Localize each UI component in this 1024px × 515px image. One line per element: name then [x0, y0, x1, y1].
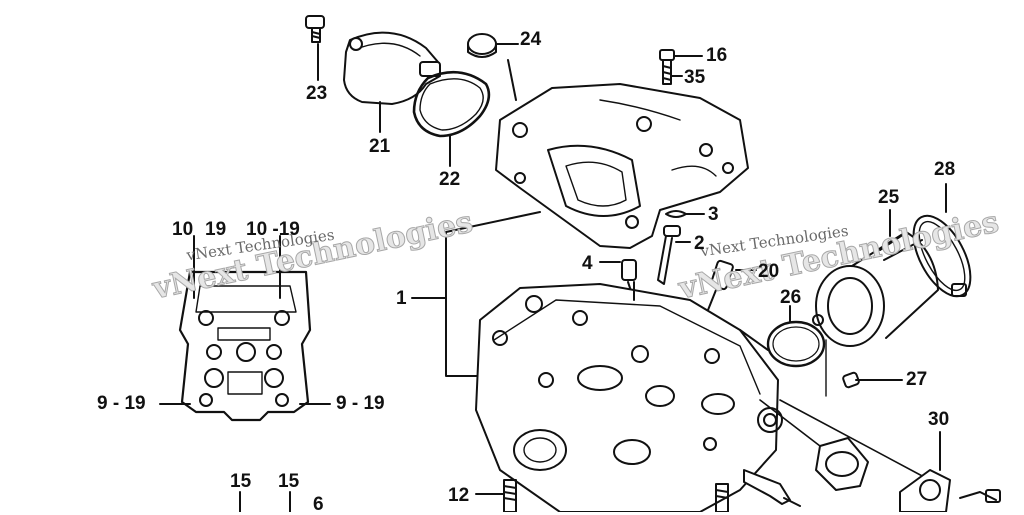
stud-right-part: [715, 483, 729, 512]
callout-28: 28: [934, 159, 956, 180]
bolt-6-part: [743, 469, 801, 507]
callout-12: 12: [448, 485, 470, 506]
clip-3-part: [665, 210, 687, 218]
thermo-switch-part: [815, 437, 869, 491]
callout-30: 30: [928, 409, 950, 430]
bolt-23-part: [305, 15, 325, 43]
clamp-28-part: [912, 214, 972, 298]
callout-22: 22: [439, 169, 461, 190]
callout-35: 35: [684, 67, 706, 88]
callout-26: 26: [780, 287, 802, 308]
callout-6: 6: [313, 494, 324, 515]
bracket-1: [445, 211, 541, 377]
callout-20: 20: [758, 261, 780, 282]
callout-15-b: 15: [278, 471, 300, 492]
callout-23: 23: [306, 83, 328, 104]
stud-12-part: [503, 479, 517, 512]
spark-plug-20-part: [707, 259, 734, 311]
callout-1: 1: [396, 288, 407, 309]
callout-25: 25: [878, 187, 900, 208]
cap-24-part: [467, 33, 497, 55]
callout-15-a: 15: [230, 471, 252, 492]
callout-9-19-right: 9 - 19: [336, 393, 385, 414]
callout-3: 3: [708, 204, 719, 225]
fitting-30-part: [899, 469, 1001, 512]
callout-9-19-left: 9 - 19: [97, 393, 146, 414]
callout-24: 24: [520, 29, 542, 50]
callout-10-19: 10 -19: [246, 219, 300, 240]
head-gasket-part: [178, 270, 312, 422]
callout-10: 10: [172, 219, 194, 240]
intake-pipe-25-part: [812, 231, 939, 347]
sleeve-4-part: [621, 259, 637, 281]
callout-21: 21: [369, 136, 391, 157]
o-ring-26-part: [766, 320, 826, 368]
callout-19: 19: [205, 219, 227, 240]
bolt-16-part: [659, 49, 675, 85]
callout-27: 27: [906, 369, 928, 390]
gasket-22-part: [412, 70, 491, 138]
valve-guide-2-part: [657, 225, 681, 285]
callout-2: 2: [694, 233, 705, 254]
cylinder-head-cover-part: [495, 83, 749, 249]
callout-4: 4: [582, 253, 593, 274]
callout-16: 16: [706, 45, 728, 66]
screw-27-part: [842, 371, 869, 389]
cylinder-head-part: [475, 283, 779, 512]
